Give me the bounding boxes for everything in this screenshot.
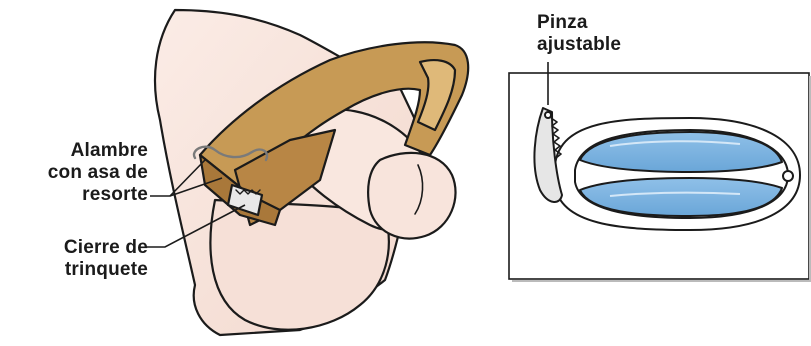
- label-adjustable-clamp: Pinza ajustable: [537, 12, 621, 56]
- label-wire-spring-handle: Alambre con asa de resorte: [10, 140, 148, 206]
- label-clamp-line-2: ajustable: [537, 34, 621, 56]
- label-ratchet-closure: Cierre de trinquete: [10, 237, 148, 281]
- label-ratchet-line-1: Cierre de: [10, 237, 148, 259]
- label-wire-line-2: con asa de: [10, 162, 148, 184]
- anatomy-illustration: [155, 10, 468, 335]
- label-clamp-line-1: Pinza: [537, 12, 621, 34]
- hinge-pin: [783, 171, 793, 181]
- label-ratchet-line-2: trinquete: [10, 259, 148, 281]
- label-wire-line-1: Alambre: [10, 140, 148, 162]
- glans: [368, 153, 455, 239]
- inset-panel: [509, 62, 810, 281]
- ratchet-arm-hole: [545, 112, 551, 118]
- label-wire-line-3: resorte: [10, 184, 148, 206]
